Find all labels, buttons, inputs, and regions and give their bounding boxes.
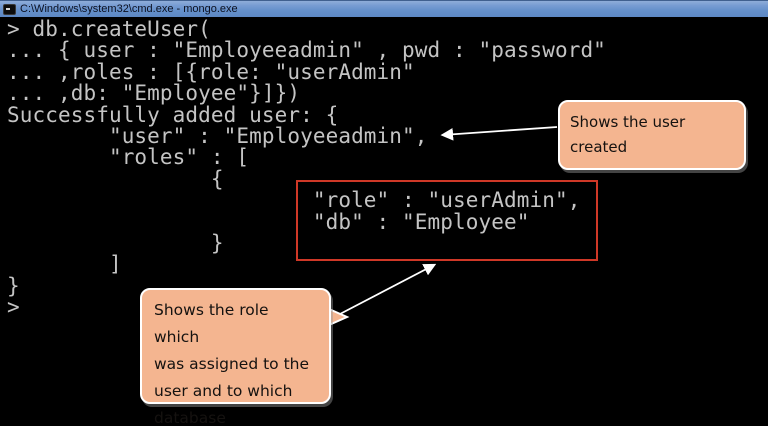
terminal-line: > db.createUser(: [7, 17, 211, 41]
terminal-line: >: [7, 295, 20, 320]
terminal-line: ... ,roles : [{role: "userAdmin": [7, 59, 415, 84]
terminal-line: "role" : "userAdmin",: [7, 188, 581, 213]
terminal-line: ... { user : "Employeeadmin" , pwd : "pa…: [7, 38, 606, 63]
terminal-output[interactable]: > db.createUser(... { user : "Employeead…: [7, 17, 762, 320]
terminal-line: ]: [7, 252, 122, 277]
role-callout: Shows the role which was assigned to the…: [140, 288, 331, 426]
terminal-line: "roles" : [: [7, 145, 250, 170]
window-left-border: [0, 17, 6, 426]
user-callout: Shows the user created: [558, 100, 746, 170]
terminal-line: Successfully added user: {: [7, 102, 339, 127]
terminal-line: "db" : "Employee": [7, 209, 530, 234]
cmd-icon[interactable]: [3, 3, 16, 15]
terminal-line: ... ,db: "Employee"}]}): [7, 81, 301, 106]
terminal-line: "user" : "Employeeadmin",: [7, 123, 428, 148]
terminal-line: }: [7, 230, 224, 255]
window-title: C:\Windows\system32\cmd.exe - mongo.exe: [20, 2, 238, 15]
terminal-line: {: [7, 166, 224, 191]
role-highlight-box: [296, 180, 598, 261]
terminal-line: }: [7, 273, 20, 298]
titlebar[interactable]: C:\Windows\system32\cmd.exe - mongo.exe: [0, 0, 768, 17]
